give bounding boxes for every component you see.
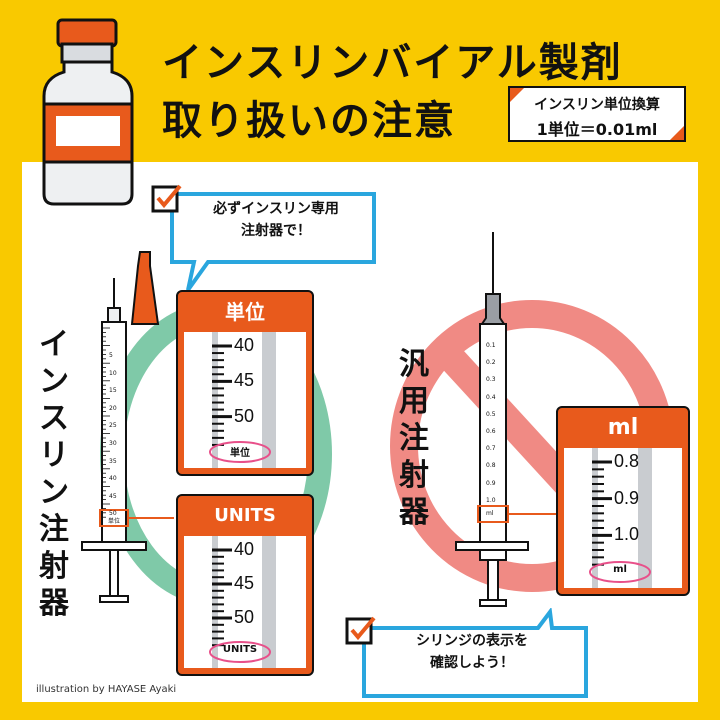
scale-tick-label: 40 <box>109 475 117 483</box>
unit-highlight-circle <box>209 641 271 663</box>
label-char: 注 <box>39 512 69 547</box>
bubble-outline <box>362 608 588 698</box>
zoom-scale-drawing <box>589 448 652 588</box>
scale-tick-label: 30 <box>109 440 117 447</box>
corner-decoration <box>669 125 684 140</box>
zoom-tick-label: 40 <box>234 539 255 559</box>
tip-bubble-top: 必ずインスリン専用 注射器で！ <box>188 192 364 254</box>
label-char: 汎 <box>399 347 429 382</box>
zoom-scale-drawing <box>209 536 276 668</box>
barrel-edge <box>212 332 218 468</box>
scale-tick-label: 1.0 <box>486 496 496 504</box>
insulin-syringe-label: イ ン ス リ ン 注 射 器 <box>34 326 74 622</box>
zoom-header: UNITS <box>214 505 276 526</box>
zoom-tick-label: 50 <box>234 405 255 426</box>
general-syringe-illustration <box>455 232 558 607</box>
scale-tick-label: 45 <box>109 492 117 500</box>
barrel-edge <box>638 448 652 588</box>
scale-tick-label: 0.7 <box>486 445 496 453</box>
label-char: 射 <box>39 549 69 584</box>
zoom-scale-drawing <box>209 332 276 468</box>
label-char: 用 <box>399 384 429 419</box>
label-char: リ <box>39 438 69 473</box>
zoom-tick-label: 50 <box>234 607 255 627</box>
zoom-panel-ml: ml 0.8 0.9 1.0 ml <box>556 406 690 596</box>
tip-bottom-line-1: シリンジの表示を <box>416 633 528 649</box>
zoom-unit-label: 単位 <box>230 448 250 459</box>
barrel-edge <box>592 448 598 588</box>
zoom-tick-label: 45 <box>234 573 255 593</box>
unit-conversion-heading: インスリン単位換算 <box>534 97 660 113</box>
scale-tick-label: 35 <box>109 457 117 465</box>
scale-tick-label: 0.8 <box>486 462 496 470</box>
unit-highlight-circle <box>589 561 651 583</box>
zoom-header: 単位 <box>225 300 265 324</box>
label-char: 射 <box>399 458 429 493</box>
zoom-scale-area: 40 45 50 単位 <box>184 332 306 468</box>
tip-bottom-line-2: 確認しよう！ <box>430 655 514 671</box>
zoom-tick-label: 0.9 <box>614 487 640 508</box>
barrel-edge <box>262 332 276 468</box>
label-char: 器 <box>399 495 429 530</box>
scale-tick-label: 20 <box>109 404 117 412</box>
unit-conversion-box: インスリン単位換算 1単位＝0.01ml <box>508 86 686 142</box>
title-line-1: インスリンバイアル製剤 <box>162 40 623 86</box>
label-char: イ <box>39 327 69 362</box>
tip-top-line-1: 必ずインスリン専用 <box>213 201 339 217</box>
scale-tick-label: 10 <box>109 369 117 377</box>
unit-conversion-value: 1単位＝0.01ml <box>536 120 658 139</box>
insulin-scale-unit: 単位 <box>108 518 121 525</box>
general-scale-unit: ml <box>486 510 494 517</box>
label-char: ス <box>39 401 69 436</box>
checkbox-icon <box>345 616 376 645</box>
label-char: ン <box>39 475 69 510</box>
label-char: 器 <box>39 586 69 621</box>
barrel-edge <box>212 536 218 668</box>
zoom-panel-tani: 単位 40 45 50 単位 <box>176 290 314 476</box>
barrel-edge <box>262 536 276 668</box>
scale-tick-label: 0.3 <box>486 376 496 384</box>
corner-decoration <box>510 88 525 103</box>
illustration-credit: illustration by HAYASE Ayaki <box>36 684 177 695</box>
scale-tick-label: 0.9 <box>486 479 496 487</box>
bubble-outline <box>170 192 376 292</box>
zoom-tick-label: 0.8 <box>614 451 640 471</box>
scale-tick-label: 0.2 <box>486 359 496 367</box>
scale-tick-label: 0.6 <box>486 428 496 435</box>
title-line-2: 取り扱いの注意 <box>162 98 456 144</box>
tip-top-line-2: 注射器で！ <box>241 223 311 239</box>
scale-tick-label: 50 <box>109 510 117 518</box>
zoom-unit-label: UNITS <box>222 644 258 655</box>
zoom-tick-label: 1.0 <box>614 524 640 545</box>
label-char: 注 <box>399 421 429 456</box>
checkbox-icon <box>151 184 182 213</box>
zoom-unit-label: ml <box>613 564 627 575</box>
zoom-tick-label: 40 <box>234 335 255 355</box>
zoom-tick-label: 45 <box>234 370 255 391</box>
vial-icon <box>42 18 134 206</box>
scale-tick-label: 25 <box>109 422 117 430</box>
scale-tick-label: 15 <box>109 387 117 395</box>
scale-tick-label: 5 <box>109 352 113 359</box>
insulin-syringe-illustration <box>81 251 174 603</box>
scale-tick-label: 0.1 <box>486 342 496 349</box>
zoom-scale-area: 0.8 0.9 1.0 ml <box>564 448 682 588</box>
general-syringe-label: 汎 用 注 射 器 <box>394 346 434 531</box>
scale-tick-label: 0.4 <box>486 393 496 401</box>
scale-tick-label: 0.5 <box>486 410 496 418</box>
tip-bubble-bottom: シリンジの表示を 確認しよう！ <box>372 624 572 686</box>
label-char: ン <box>39 364 69 399</box>
zoom-header: ml <box>607 415 639 440</box>
unit-highlight-circle <box>209 441 271 463</box>
